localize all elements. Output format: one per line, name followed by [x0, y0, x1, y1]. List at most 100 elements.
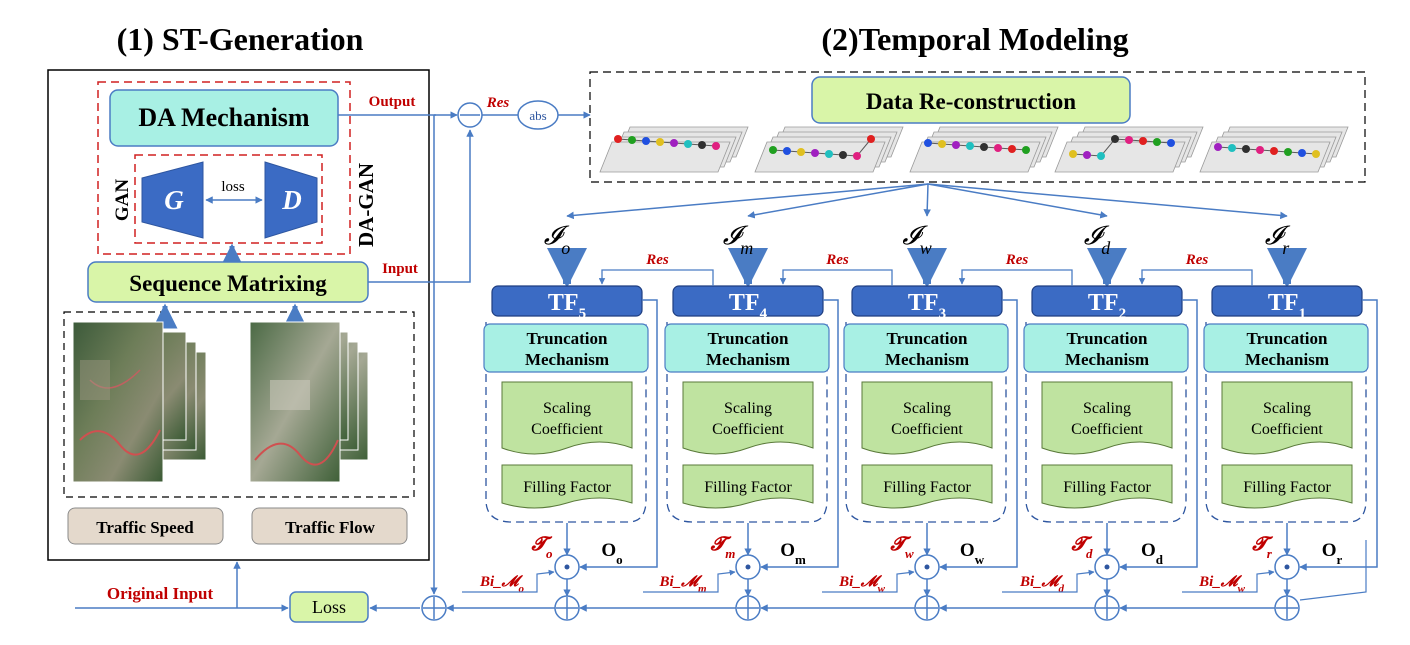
tf-output-label-sub: d	[1156, 552, 1164, 567]
tf-title: TF3	[908, 290, 946, 322]
loss-label: Loss	[312, 597, 346, 617]
graph-node	[684, 140, 692, 148]
filling-label: Filling Factor	[704, 479, 792, 496]
tf-title-main: TF	[908, 290, 939, 316]
tf-output-line	[939, 299, 1018, 571]
truncation-output-label: 𝓣m	[710, 534, 736, 561]
tf-output-line	[760, 299, 839, 571]
input-label-2-sub: m	[740, 238, 753, 258]
loss-arrow-label: loss	[221, 179, 245, 195]
tf-title-main: TF	[1088, 290, 1119, 316]
tf-output-label: Oo	[601, 540, 622, 567]
graph-node	[1167, 139, 1175, 147]
graph-node	[825, 150, 833, 158]
scaling-box	[682, 381, 814, 455]
tf-output-label: Ow	[960, 540, 985, 567]
scaling-line1: Scaling	[1263, 400, 1311, 417]
truncation-line2: Mechanism	[1065, 350, 1149, 369]
graph-node	[1214, 143, 1222, 151]
gan-box	[134, 154, 323, 244]
graph-node	[628, 136, 636, 144]
scaling-box	[861, 381, 993, 455]
tf-title-sub: 3	[939, 306, 947, 322]
bi-mask-label-main: Bi_𝓜	[838, 574, 883, 590]
filling-box	[501, 464, 633, 509]
graph-node	[853, 152, 861, 160]
generator-label: G	[164, 185, 184, 215]
discriminator-label: D	[281, 185, 302, 215]
truncation-line2: Mechanism	[885, 350, 969, 369]
scaling-line1: Scaling	[1083, 400, 1131, 417]
data-reconstruction-box	[811, 76, 1131, 124]
bi-mask-label-sub: d	[1058, 583, 1064, 595]
graph-stack-4	[1054, 126, 1204, 173]
truncation-box	[1203, 323, 1369, 373]
filling-label: Filling Factor	[1243, 479, 1331, 496]
data-reconstruction-label: Data Re-construction	[866, 89, 1076, 114]
scaling-line2: Coefficient	[1251, 421, 1323, 438]
tf-block-4: TF2TruncationMechanismScalingCoefficient…	[1002, 285, 1198, 621]
graph-node	[938, 140, 946, 148]
tf-title-box	[1211, 285, 1363, 317]
branch-arrow-5	[927, 183, 1288, 220]
res-link-1	[598, 269, 714, 286]
tf-output-label-sub: o	[616, 552, 623, 567]
scaling-box	[501, 381, 633, 455]
res-link-label-3: Res	[1005, 252, 1029, 268]
tf-container	[1025, 322, 1187, 523]
scaling-line2: Coefficient	[1071, 421, 1143, 438]
tf-title-sub: 5	[579, 306, 587, 322]
graph-node	[656, 138, 664, 146]
graph-node	[1312, 150, 1320, 158]
tf-title-box	[672, 285, 824, 317]
graph-node	[1228, 144, 1236, 152]
truncation-output-label: 𝓣o	[530, 534, 553, 561]
input-label-3-sub: w	[920, 238, 932, 258]
tf-title-box	[1031, 285, 1183, 317]
bi-mask-label: Bi_𝓜m	[658, 574, 706, 595]
res-link-4	[1138, 269, 1253, 286]
input-label-2: 𝓘m	[723, 221, 754, 258]
res-link-2	[779, 269, 893, 286]
branch-arrow-4	[927, 183, 1108, 219]
scaling-line2: Coefficient	[531, 421, 603, 438]
bi-mask-label-sub: o	[518, 583, 524, 595]
graph-node	[994, 144, 1002, 152]
tf-output-label-main: O	[1141, 540, 1156, 561]
tf-container	[666, 322, 828, 523]
input-label-5-sub: r	[1282, 238, 1290, 258]
tf-container	[1205, 322, 1367, 523]
bi-mask-label-main: Bi_𝓜	[1198, 574, 1243, 590]
graph-node	[642, 137, 650, 145]
truncation-output-label-sub: m	[725, 546, 735, 561]
branch-arrow-1	[566, 183, 929, 220]
truncation-output-label-sub: o	[546, 546, 553, 561]
truncation-output-label: 𝓣w	[889, 534, 914, 561]
scaling-line2: Coefficient	[891, 421, 963, 438]
truncation-output-label: 𝓣d	[1070, 534, 1093, 561]
tf-title: TF5	[548, 290, 586, 322]
graph-node	[1242, 145, 1250, 153]
traffic-flow-image-stack	[249, 321, 369, 483]
truncation-box	[664, 323, 830, 373]
da-gan-label: DA-GAN	[354, 163, 378, 247]
graph-node	[698, 141, 706, 149]
graph-stack-2	[754, 126, 904, 173]
generator-shape	[141, 161, 204, 239]
tf-title: TF4	[729, 290, 768, 322]
res-link-3	[958, 269, 1073, 286]
traffic-image-box	[63, 311, 415, 498]
tf-output-label-main: O	[601, 540, 616, 561]
da-mechanism-box	[109, 89, 339, 147]
input-label-4: 𝓘d	[1084, 221, 1112, 258]
tf-blocks: TF5TruncationMechanismScalingCoefficient…	[446, 252, 1378, 621]
graph-stack-3	[909, 126, 1059, 173]
tf-output-label-sub: m	[795, 552, 806, 567]
graph-node	[1125, 136, 1133, 144]
da-mechanism-label: DA Mechanism	[138, 103, 310, 132]
tf-block-1: TF5TruncationMechanismScalingCoefficient…	[462, 285, 658, 621]
input-label-5: 𝓘r	[1265, 221, 1291, 258]
tf-output-label: Om	[780, 540, 806, 567]
graph-node	[839, 151, 847, 159]
tf-output-line	[1299, 299, 1378, 571]
